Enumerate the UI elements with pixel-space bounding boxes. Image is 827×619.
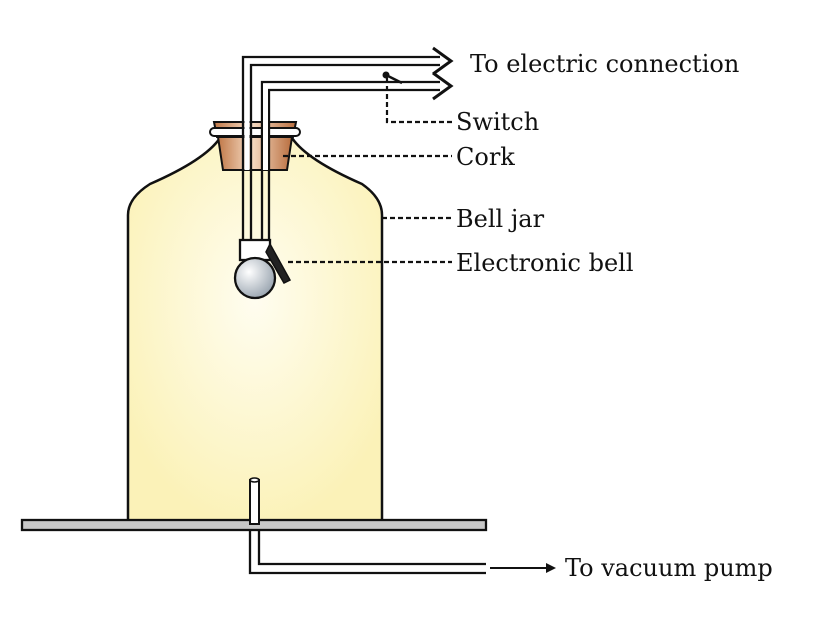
label-vacuum-pump: To vacuum pump bbox=[565, 554, 773, 582]
label-electronic-bell: Electronic bell bbox=[456, 249, 634, 277]
label-cork: Cork bbox=[456, 143, 515, 171]
vacuum-pipe bbox=[248, 477, 556, 575]
label-switch: Switch bbox=[456, 108, 539, 136]
cork bbox=[209, 121, 301, 171]
arrow-right-icon bbox=[432, 46, 454, 101]
bell-icon bbox=[233, 238, 292, 300]
label-electric-connection: To electric connection bbox=[470, 50, 739, 78]
arrow-right-icon bbox=[546, 563, 556, 573]
bell-jar bbox=[126, 136, 384, 523]
electric-wires bbox=[241, 55, 440, 248]
label-bell-jar: Bell jar bbox=[456, 205, 545, 233]
switch bbox=[382, 71, 452, 124]
